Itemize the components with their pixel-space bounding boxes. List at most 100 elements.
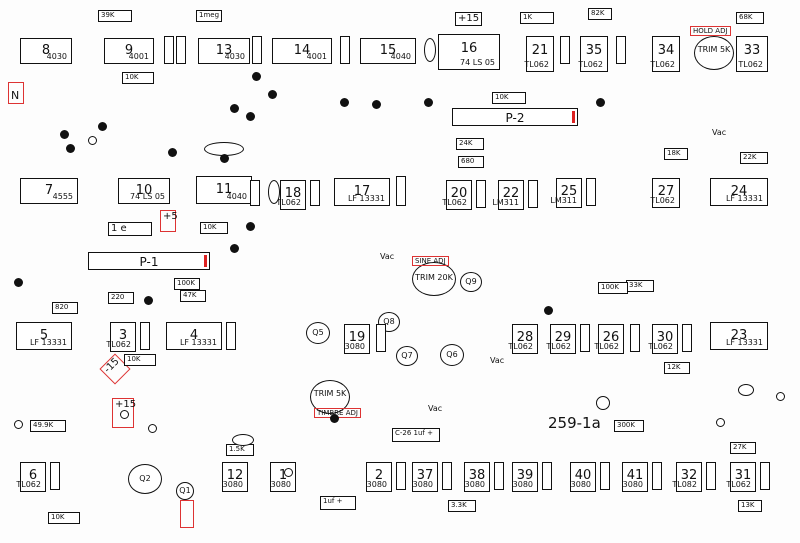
ic-u20-part: TL062 <box>442 198 467 207</box>
transistor-q7: Q7 <box>396 346 418 366</box>
capacitor <box>232 434 254 446</box>
resistor-1meg: 1meg <box>196 10 222 22</box>
ic-u19-part: 3080 <box>344 342 365 351</box>
ic-u33-number: 33 <box>743 43 761 59</box>
ic-u1-part: 3080 <box>270 480 291 489</box>
ic-u2-number: 2 <box>374 468 384 484</box>
ic-u26-number: 26 <box>602 330 620 346</box>
trimmer-5k-top-label: TRIM 5K <box>697 45 731 54</box>
sine-adj-label: SINE ADJ <box>415 257 446 265</box>
ic-u28-part: TL062 <box>508 342 533 351</box>
resistor-vertical <box>630 324 640 352</box>
connector-p2-label: P-2 <box>505 111 525 125</box>
test-point <box>148 424 157 433</box>
ic-u13-number: 13 <box>215 43 233 59</box>
ic-u9-part: 4001 <box>128 52 149 61</box>
ic-u17-part: LF 13331 <box>347 194 385 203</box>
resistor-3-3k: 3.3K <box>448 500 476 512</box>
transistor-q1-label: Q1 <box>179 486 191 495</box>
resistor-680: 680 <box>458 156 484 168</box>
via-hole <box>544 306 553 315</box>
resistor-49-9k: 49.9K <box>30 420 66 432</box>
vac-label-b: Vac <box>490 356 505 365</box>
test-point <box>88 136 97 145</box>
ic-u34-part: TL062 <box>650 60 675 69</box>
ic-u26-part: TL062 <box>594 342 619 351</box>
capacitor <box>738 384 754 396</box>
ic-u3-part: TL062 <box>106 340 131 349</box>
resistor-12k: 12K <box>664 362 690 374</box>
resistor-vertical <box>140 322 150 350</box>
ic-u9-number: 9 <box>124 43 134 59</box>
resistor-vertical <box>340 36 350 64</box>
transistor-q9: Q9 <box>460 272 482 292</box>
via-hole <box>144 296 153 305</box>
ic-u2-part: 3080 <box>366 480 387 489</box>
via-hole <box>596 98 605 107</box>
via-hole <box>168 148 177 157</box>
ic-u20-number: 20 <box>450 186 468 202</box>
ic-u17-number: 17 <box>353 183 371 199</box>
trimmer-20k[interactable]: TRIM 20K <box>412 262 456 296</box>
vac-label-d: Vac <box>428 404 443 413</box>
resistor-vertical <box>376 324 386 352</box>
plus5-label: +5 <box>163 211 178 222</box>
trimmer-20k-label: TRIM 20K <box>415 273 453 282</box>
capacitor-1uf: 1uf + <box>320 496 356 510</box>
resistor-vertical <box>580 324 590 352</box>
ic-u34-number: 34 <box>657 43 675 59</box>
trimmer-5k-top[interactable]: TRIM 5K <box>694 36 734 70</box>
via-hole <box>252 72 261 81</box>
ic-u41-number: 41 <box>626 468 644 484</box>
resistor-10k-d: 10K <box>124 354 156 366</box>
transistor-q2-label: Q2 <box>139 474 151 483</box>
resistor-10k-b: 10K <box>492 92 526 104</box>
transistor-q2: Q2 <box>128 464 162 494</box>
resistor-1k: 1K <box>520 12 554 24</box>
resistor-vertical <box>706 462 716 490</box>
ic-u41-part: 3080 <box>622 480 643 489</box>
resistor-22k: 22K <box>740 152 768 164</box>
ic-u3-number: 3 <box>118 328 128 344</box>
via-hole <box>424 98 433 107</box>
via-hole <box>372 100 381 109</box>
via-hole <box>230 244 239 253</box>
resistor-vertical <box>226 322 236 350</box>
ic-u21-part: TL062 <box>524 60 549 69</box>
ic-u22-number: 22 <box>502 186 520 202</box>
ic-u37-part: 3080 <box>412 480 433 489</box>
test-point <box>284 468 293 477</box>
resistor-vertical <box>396 462 406 490</box>
transistor-q7-label: Q7 <box>401 351 413 360</box>
supply-plus15-top: +15 <box>455 12 483 26</box>
resistor-vertical <box>760 462 770 490</box>
resistor-vertical <box>494 462 504 490</box>
hold-adj-callout: HOLD ADJ <box>690 26 731 36</box>
ic-u33-part: TL062 <box>738 60 763 69</box>
sine-adj-callout: SINE ADJ <box>412 256 449 266</box>
ic-u19-number: 19 <box>348 330 366 346</box>
ic-u15-part: 4040 <box>390 52 411 61</box>
ic-u21-number: 21 <box>531 43 549 59</box>
transistor-q1: Q1 <box>176 482 194 500</box>
ic-u18-number: 18 <box>284 186 302 202</box>
board-id: 259-1a <box>548 414 601 432</box>
ic-u5-number: 5 <box>39 327 49 343</box>
resistor-vertical <box>252 36 262 64</box>
